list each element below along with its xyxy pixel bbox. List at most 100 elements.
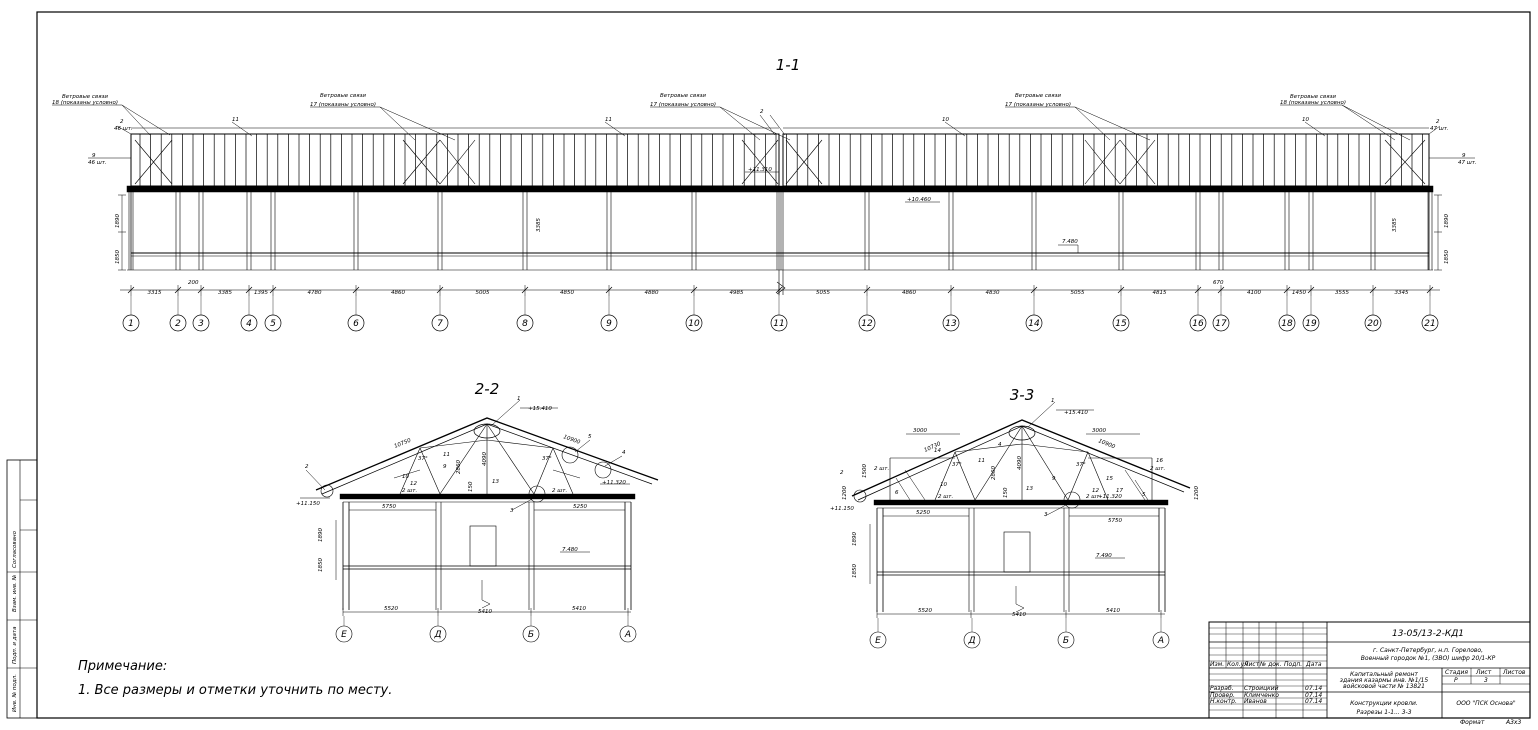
s33-mark-2sht-d: 2 шт. [1150,466,1165,472]
roof-truss-band [126,127,1434,193]
axis-label-8: 8 [522,319,528,329]
s33-side-h-2: 1200 [1194,486,1200,500]
s33-angle-l: 37° [952,462,962,468]
s33-elev-top: +15.410 [1064,410,1088,416]
truss-verticals [139,134,1423,186]
note-title: Примечание: [78,659,167,674]
right-pos-2: 2 [1436,119,1440,125]
span-dim-12: 4830 [986,290,1000,296]
s33-axis-D: Д [967,636,975,646]
sheet-name-2: Разрезы 1-1... 3-3 [1356,709,1411,716]
s33-mark-9: 9 [1052,476,1056,482]
project-1: Капитальный ремонт [1350,671,1418,678]
pos-label-11a: 11 [232,117,239,123]
role-norm: Н.контр. [1210,698,1237,705]
stage-hdr: Стадия [1445,669,1468,676]
left-pos-2: 2 [120,119,124,125]
s22-axis-D: Д [433,630,441,640]
building-columns [128,192,1433,270]
project-2: здания казармы инв. №1/15 [1340,677,1429,684]
axis-label-18: 18 [1281,319,1293,329]
axis-bubble-11 [770,314,788,332]
axis-bubble-19 [1302,314,1320,332]
s33-elev-left: +11.150 [830,506,854,512]
s22-mark-2860: 2860 [456,460,462,474]
s33-h-1890: 1890 [852,532,858,546]
s33-mark-6: 6 [895,490,899,496]
stamp-replace-inv: Взам. инв. № [12,574,18,612]
s22-elev-left: +11.150 [296,501,320,507]
s33-mark-15: 15 [1106,476,1113,482]
s22-rafter-left: 10750 [394,438,413,450]
s33-dim-bot-2: 5410 [1012,612,1026,618]
s33-dim-inner-2: 5750 [1108,518,1122,524]
axis-bubble-2 [169,314,187,332]
s33-mark-2: 2 [840,470,844,476]
name-dev: Строицкий [1244,685,1279,692]
project-3: войсковой части № 13821 [1343,683,1425,690]
side-stamp: Согласовано Взам. инв. № Подп. и дата Ин… [6,459,38,719]
span-dim-18: 3345 [1395,290,1409,296]
axis-bubble-12 [858,314,876,332]
wind-brace-mid1-1: Ветровые связи [320,93,366,99]
axis-label-9: 9 [606,319,612,329]
s22-mark-150: 150 [468,481,474,492]
s22-axis-A: А [624,630,631,640]
s33-side-h-3: 1500 [862,464,868,478]
s33-mark-2sht-c: 2 шт. [1086,494,1101,500]
note-item: 1. Все размеры и отметки уточнить по мес… [78,683,392,698]
small-span-200: 200 [188,280,199,286]
axis-bubble-18 [1278,314,1296,332]
span-dim-14: 4815 [1153,290,1167,296]
s33-top-dim-l: 3000 [913,428,927,434]
wind-brace-mid3-1: Ветровые связи [1015,93,1061,99]
s33-elev-floor: 7.490 [1096,553,1112,559]
wind-brace-left-2: 18 (показаны условно) [52,100,118,106]
span-dim-1: 3315 [148,290,162,296]
s33-rafter-right: 10900 [1097,438,1116,450]
stamp-agreed: Согласовано [12,530,18,568]
s22-mark-10: 10 [402,474,409,480]
format-value: А3х3 [1505,719,1521,726]
s22-mark-9a: 9 [443,464,447,470]
s33-mark-17: 17 [1116,488,1123,494]
title-block [1208,621,1531,719]
elev-7480: 7.480 [1062,239,1078,245]
s33-mark-11: 11 [978,458,985,464]
s22-mark-13: 13 [492,479,499,485]
s33-mark-4: 4 [998,442,1002,448]
cross-bracing [134,139,1426,185]
s33-angle-r: 37° [1076,462,1086,468]
axis-label-19: 19 [1305,319,1317,329]
s33-axis-B: Б [1063,636,1069,646]
small-span-670: 670 [1213,280,1224,286]
s33-mark-150: 150 [1003,487,1009,498]
building-elevation [127,186,1433,295]
date-norm: 07.14 [1305,698,1322,705]
span-dim-3: 1395 [254,290,268,296]
right-qty-47b: 47 шт. [1458,160,1477,166]
section-2-2-labels: +15.410 +11.150 +11.320 7.480 10750 1090… [296,396,631,640]
name-check: Климченко [1244,692,1279,699]
s22-mark-12: 12 [410,481,417,487]
axis-bubble-8 [516,314,534,332]
left-pos-9: 9 [92,153,96,159]
axis-bubble-9 [600,314,618,332]
wind-brace-right-1: Ветровые связи [1290,94,1336,100]
left-height-1890: 1890 [115,214,121,228]
axis-bubble-17 [1212,314,1230,332]
s22-mark-2sht-r: 2 шт. [552,488,567,494]
stage-val: Р [1454,677,1458,684]
s22-axis-E: Е [341,630,347,640]
sheet-val: 3 [1484,677,1488,684]
company: ООО "ПСК Основа" [1456,700,1516,707]
section-1-1: 1-1 [52,56,1477,332]
wind-brace-mid2-2: 17 (показаны условно) [650,102,716,108]
axis-bubble-7 [431,314,449,332]
right-qty-47: 47 шт. [1430,126,1449,132]
s33-mark-4090: 4090 [1017,456,1023,470]
s22-mark-1: 1 [517,396,521,402]
s33-axis-E: Е [875,636,881,646]
axis-label-13: 13 [945,319,957,329]
